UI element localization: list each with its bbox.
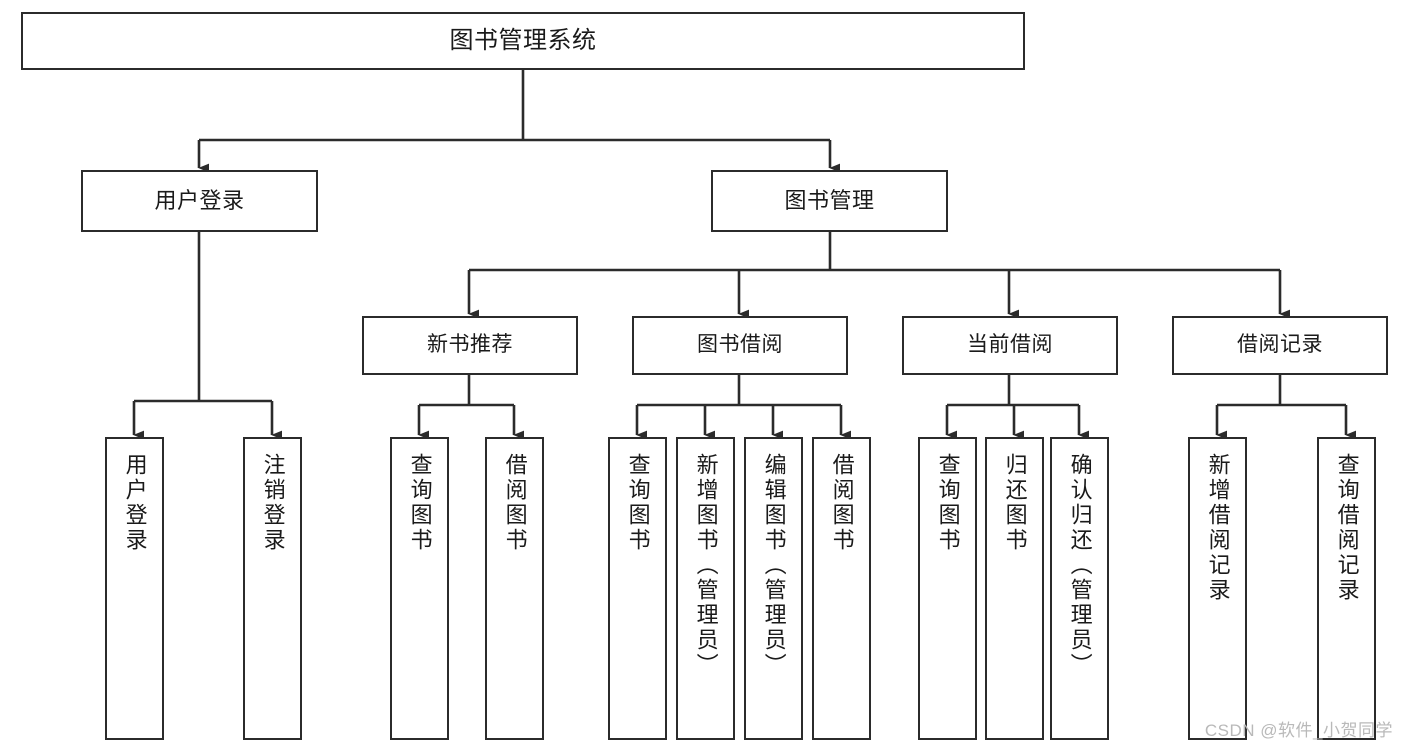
node-leaf-query-book-cur[interactable]: 查询图书 xyxy=(918,437,977,740)
node-leaf-user-login-label: 用户登录 xyxy=(122,453,148,553)
node-leaf-confirm-return-admin[interactable]: 确认归还（管理员） xyxy=(1050,437,1109,740)
node-user-login[interactable]: 用户登录 xyxy=(81,170,318,232)
node-leaf-add-borrow-record[interactable]: 新增借阅记录 xyxy=(1188,437,1247,740)
node-book-manage[interactable]: 图书管理 xyxy=(711,170,948,232)
node-book-borrow-label: 图书借阅 xyxy=(697,333,783,357)
node-leaf-add-book-admin-label: 新增图书（管理员） xyxy=(693,453,719,678)
node-leaf-query-borrow-record-label: 查询借阅记录 xyxy=(1334,453,1360,603)
node-leaf-query-book-rec[interactable]: 查询图书 xyxy=(390,437,449,740)
node-leaf-borrow-book-brw[interactable]: 借阅图书 xyxy=(812,437,871,740)
node-leaf-add-borrow-record-label: 新增借阅记录 xyxy=(1205,453,1231,603)
node-book-borrow[interactable]: 图书借阅 xyxy=(632,316,848,375)
node-leaf-edit-book-admin-label: 编辑图书（管理员） xyxy=(761,453,787,678)
node-leaf-query-book-brw-label: 查询图书 xyxy=(625,453,651,553)
node-root-label: 图书管理系统 xyxy=(449,26,597,54)
node-leaf-confirm-return-admin-label: 确认归还（管理员） xyxy=(1067,453,1093,678)
node-user-login-label: 用户登录 xyxy=(154,188,245,214)
node-current-borrow[interactable]: 当前借阅 xyxy=(902,316,1118,375)
node-leaf-edit-book-admin[interactable]: 编辑图书（管理员） xyxy=(744,437,803,740)
node-new-book-recommend-label: 新书推荐 xyxy=(427,333,513,357)
node-borrow-record-label: 借阅记录 xyxy=(1237,333,1323,357)
node-leaf-query-borrow-record[interactable]: 查询借阅记录 xyxy=(1317,437,1376,740)
node-leaf-user-logout[interactable]: 注销登录 xyxy=(243,437,302,740)
node-new-book-recommend[interactable]: 新书推荐 xyxy=(362,316,578,375)
node-leaf-borrow-book-rec-label: 借阅图书 xyxy=(502,453,528,553)
node-book-manage-label: 图书管理 xyxy=(784,188,875,214)
node-leaf-user-logout-label: 注销登录 xyxy=(260,453,286,553)
node-borrow-record[interactable]: 借阅记录 xyxy=(1172,316,1388,375)
node-leaf-borrow-book-rec[interactable]: 借阅图书 xyxy=(485,437,544,740)
node-leaf-query-book-brw[interactable]: 查询图书 xyxy=(608,437,667,740)
node-leaf-return-book[interactable]: 归还图书 xyxy=(985,437,1044,740)
node-leaf-add-book-admin[interactable]: 新增图书（管理员） xyxy=(676,437,735,740)
node-root[interactable]: 图书管理系统 xyxy=(21,12,1025,70)
node-leaf-query-book-cur-label: 查询图书 xyxy=(935,453,961,553)
node-current-borrow-label: 当前借阅 xyxy=(967,333,1053,357)
node-leaf-borrow-book-brw-label: 借阅图书 xyxy=(829,453,855,553)
node-leaf-return-book-label: 归还图书 xyxy=(1002,453,1028,553)
node-leaf-query-book-rec-label: 查询图书 xyxy=(407,453,433,553)
node-leaf-user-login[interactable]: 用户登录 xyxy=(105,437,164,740)
